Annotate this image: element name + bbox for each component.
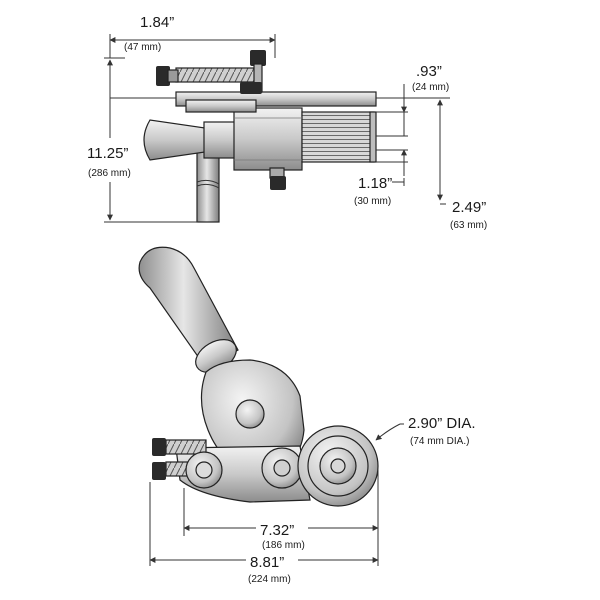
dim-top-width-metric: (47 mm) (124, 42, 161, 53)
dim-pulley-dia-value: 2.90” DIA. (408, 415, 476, 432)
dim-overall-length-value: 8.81” (250, 554, 284, 571)
dim-pulley-offset-metric: (30 mm) (354, 196, 391, 207)
dim-pulley-height-metric: (24 mm) (412, 82, 449, 93)
thumb-knob-mid (240, 82, 262, 94)
dim-pulley-dia-metric: (74 mm DIA.) (410, 436, 469, 447)
lever-handle (138, 246, 239, 369)
dim-overall-length-metric: (224 mm) (248, 574, 291, 585)
dim-top-width-value: 1.84” (140, 14, 174, 31)
dim-pulley-offset-value: 1.18” (358, 175, 392, 192)
dim-side-depth-value: 2.49” (452, 199, 486, 216)
dim-base-length: 7.32” (186 mm) (183, 470, 379, 551)
adjuster-knob-lower (152, 462, 166, 480)
dim-height-value: 11.25” (87, 145, 128, 162)
dim-top-width: 1.84” (47 mm) (109, 14, 276, 58)
dim-base-length-metric: (186 mm) (262, 540, 305, 551)
top-view (143, 50, 377, 223)
front-view (138, 246, 379, 507)
main-body (233, 107, 303, 171)
pivot-hole (235, 399, 265, 429)
thumb-knob-bottom (270, 176, 286, 190)
dim-pulley-height-value: .93” (416, 63, 442, 80)
thumb-knob-top (250, 50, 266, 66)
dim-pulley-offset: 1.18” (30 mm) (354, 175, 405, 207)
adjuster-knob-upper (152, 438, 166, 456)
dim-pulley-height: .93” (24 mm) (376, 63, 450, 176)
dim-height-metric: (286 mm) (88, 168, 131, 179)
handle-collar (203, 121, 237, 159)
dim-side-depth: 2.49” (63 mm) (437, 99, 487, 231)
dim-height-overall: 11.25” (286 mm) (86, 57, 198, 223)
threaded-rod (175, 67, 257, 83)
dim-overall-length: 8.81” (224 mm) (149, 482, 379, 585)
dim-pulley-diameter: 2.90” DIA. (74 mm DIA.) (375, 415, 476, 447)
thumb-knob-left (156, 66, 170, 86)
dim-base-length-value: 7.32” (260, 522, 294, 539)
dim-side-depth-metric: (63 mm) (450, 220, 487, 231)
handle-grip (143, 119, 206, 161)
pulley-grooved (301, 111, 375, 163)
